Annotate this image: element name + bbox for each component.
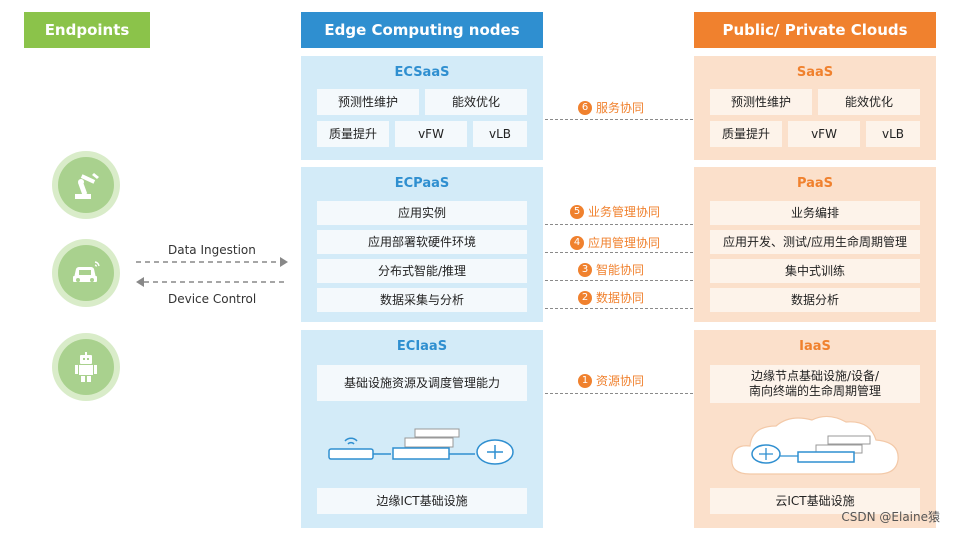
collab-number: 6 xyxy=(578,100,592,115)
collab-label: 数据协同 xyxy=(596,291,645,305)
edge-saas-energy-optimization: 能效优化 xyxy=(425,89,527,115)
iaas-title: IaaS xyxy=(799,339,831,354)
collab-label: 业务管理协同 xyxy=(588,205,661,219)
cloud-header: Public/ Private Clouds xyxy=(694,12,936,48)
paas-panel: PaaS 业务编排 应用开发、测试/应用生命周期管理 集中式训练 数据分析 xyxy=(694,167,936,322)
edge-ict-infrastructure: 边缘ICT基础设施 xyxy=(317,488,527,514)
endpoint-robot xyxy=(52,333,120,401)
collab-number: 3 xyxy=(578,262,592,277)
cloud-iaas-item: 边缘节点基础设施/设备/ 南向终端的生命周期管理 xyxy=(710,365,920,403)
edge-saas-vfw: vFW xyxy=(395,121,467,147)
ecsaas-title: ECSaaS xyxy=(394,65,450,80)
cloud-iaas-item-line1: 边缘节点基础设施/设备/ xyxy=(750,369,880,383)
data-ingestion-arrow xyxy=(136,257,288,267)
collab-data: 2 数据协同 xyxy=(574,289,649,306)
collab-label: 应用管理协同 xyxy=(588,236,661,250)
collab-number: 4 xyxy=(570,235,584,250)
robot-arm-icon xyxy=(75,173,99,199)
collab-resource: 1 资源协同 xyxy=(574,372,649,389)
eciaas-panel: ECIaaS 基础设施资源及调度管理能力 边缘ICT基础设施 xyxy=(301,330,543,528)
car-icon xyxy=(73,261,100,282)
cloud-saas-predictive-maintenance: 预测性维护 xyxy=(710,89,812,115)
collab-number: 1 xyxy=(578,373,592,388)
edge-saas-predictive-maintenance: 预测性维护 xyxy=(317,89,419,115)
edge-paas-item: 应用部署软硬件环境 xyxy=(317,230,527,254)
cloud-saas-energy-optimization: 能效优化 xyxy=(818,89,920,115)
ecpaas-title: ECPaaS xyxy=(394,176,450,191)
cloud-saas-quality: 质量提升 xyxy=(710,121,782,147)
edge-header: Edge Computing nodes xyxy=(301,12,543,48)
collab-line-intelligence xyxy=(545,280,693,281)
cloud-iaas-item-line2: 南向终端的生命周期管理 xyxy=(748,384,881,398)
endpoints-header: Endpoints xyxy=(24,12,150,48)
device-control-arrow xyxy=(136,277,288,287)
edge-paas-item: 数据采集与分析 xyxy=(317,288,527,312)
collab-line-application xyxy=(545,252,693,253)
cloud-paas-item: 业务编排 xyxy=(710,201,920,225)
cloud-saas-vfw: vFW xyxy=(788,121,860,147)
device-control-label: Device Control xyxy=(168,292,257,306)
saas-title: SaaS xyxy=(796,65,834,80)
iaas-panel: IaaS 边缘节点基础设施/设备/ 南向终端的生命周期管理 云ICT基础设施 xyxy=(694,330,936,528)
collab-label: 服务协同 xyxy=(596,101,645,115)
edge-paas-item: 应用实例 xyxy=(317,201,527,225)
watermark: CSDN @Elaine猿 xyxy=(841,510,940,524)
collab-label: 资源协同 xyxy=(596,374,645,388)
collab-line-service xyxy=(545,119,693,120)
collab-number: 2 xyxy=(578,290,592,305)
edge-network-devices-icon xyxy=(328,428,514,465)
ecsaas-panel: ECSaaS 预测性维护 能效优化 质量提升 vFW vLB xyxy=(301,56,543,160)
data-ingestion-label: Data Ingestion xyxy=(168,243,256,257)
eciaas-title: ECIaaS xyxy=(396,339,448,354)
collab-line-resource xyxy=(545,393,693,394)
endpoint-car xyxy=(52,239,120,307)
ecpaas-panel: ECPaaS 应用实例 应用部署软硬件环境 分布式智能/推理 数据采集与分析 xyxy=(301,167,543,322)
collab-intelligence: 3 智能协同 xyxy=(574,261,649,278)
endpoint-robot-arm xyxy=(52,151,120,219)
collab-number: 5 xyxy=(570,204,584,219)
edge-iaas-item: 基础设施资源及调度管理能力 xyxy=(317,365,527,401)
cloud-paas-item: 集中式训练 xyxy=(710,259,920,283)
saas-panel: SaaS 预测性维护 能效优化 质量提升 vFW vLB xyxy=(694,56,936,160)
edge-saas-vlb: vLB xyxy=(473,121,527,147)
cloud-paas-item: 数据分析 xyxy=(710,288,920,312)
cloud-ict-infrastructure: 云ICT基础设施 xyxy=(710,488,920,514)
collab-service: 6 服务协同 xyxy=(574,99,649,116)
collab-line-business xyxy=(545,224,693,225)
cloud-saas-vlb: vLB xyxy=(866,121,920,147)
edge-saas-quality: 质量提升 xyxy=(317,121,389,147)
paas-title: PaaS xyxy=(796,176,834,191)
edge-paas-item: 分布式智能/推理 xyxy=(317,259,527,283)
robot-icon xyxy=(75,352,97,382)
collab-application-management: 4 应用管理协同 xyxy=(566,234,665,251)
collab-line-data xyxy=(545,308,693,309)
collab-business-management: 5 业务管理协同 xyxy=(566,203,665,220)
cloud-paas-item: 应用开发、测试/应用生命周期管理 xyxy=(710,230,920,254)
collab-label: 智能协同 xyxy=(596,263,645,277)
cloud-infrastructure-icon xyxy=(731,415,899,475)
